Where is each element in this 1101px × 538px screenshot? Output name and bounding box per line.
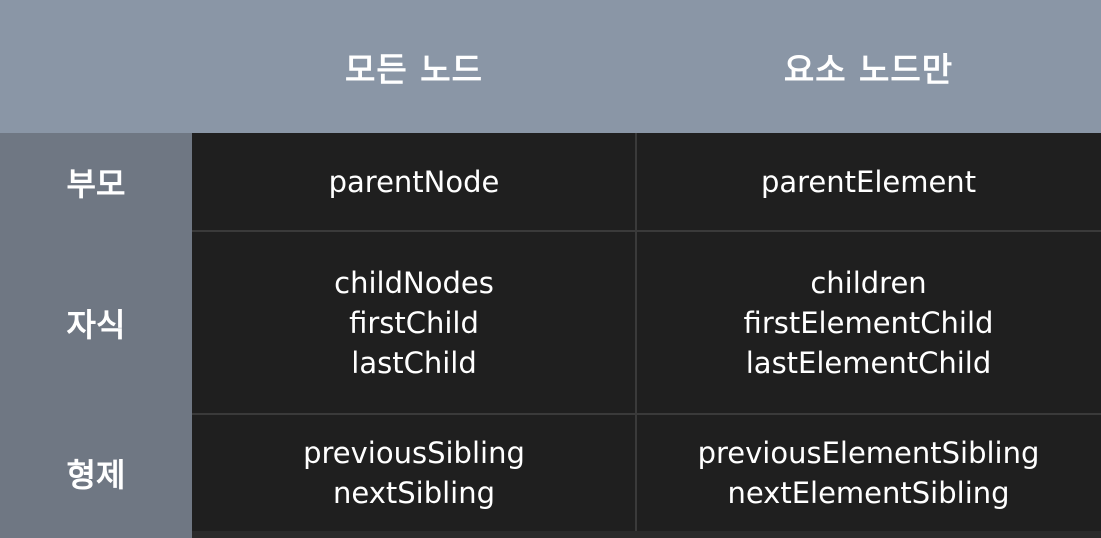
cell-sibling-element-nodes: previousElementSibling nextElementSiblin… <box>636 415 1101 531</box>
property-name: firstChild <box>349 306 479 340</box>
property-name: previousElementSibling <box>697 436 1040 470</box>
property-name: parentNode <box>328 165 500 199</box>
property-name: firstElementChild <box>743 306 994 340</box>
column-header-element-nodes: 요소 노드만 <box>783 49 954 89</box>
row-header-sibling: 형제 <box>66 456 126 494</box>
table-bottom-edge <box>192 531 1101 538</box>
row-header-column <box>0 133 192 538</box>
property-name: nextSibling <box>332 476 496 510</box>
property-name: parentElement <box>760 165 977 199</box>
cell-parent-all-nodes: parentNode <box>192 133 636 231</box>
cell-child-all-nodes: childNodes firstChild lastChild <box>192 232 636 414</box>
row-divider <box>192 230 1101 232</box>
property-name: children <box>810 266 927 300</box>
property-name: lastElementChild <box>745 346 992 380</box>
cell-child-element-nodes: children firstElementChild lastElementCh… <box>636 232 1101 414</box>
property-name: nextElementSibling <box>727 476 1010 510</box>
property-name: childNodes <box>334 266 494 300</box>
row-header-child: 자식 <box>66 306 126 344</box>
row-divider <box>192 413 1101 415</box>
column-header-all-nodes: 모든 노드 <box>345 49 483 89</box>
cell-parent-element-nodes: parentElement <box>636 133 1101 231</box>
row-header-parent: 부모 <box>66 165 126 203</box>
property-name: previousSibling <box>303 436 525 470</box>
column-divider <box>635 133 637 533</box>
property-name: lastChild <box>351 346 477 380</box>
cell-sibling-all-nodes: previousSibling nextSibling <box>192 415 636 531</box>
table-header-row <box>0 0 1101 133</box>
